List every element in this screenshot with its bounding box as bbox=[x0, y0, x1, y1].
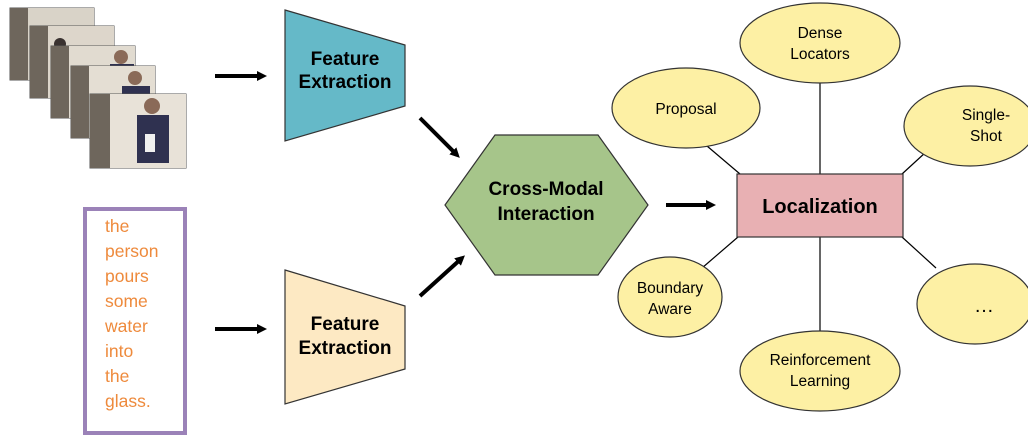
query-line: person bbox=[105, 241, 159, 261]
video-frame bbox=[89, 93, 187, 169]
arrow-video-feature-to-interaction bbox=[418, 116, 460, 158]
text-feature-extractor: Feature Extraction bbox=[284, 269, 406, 405]
query-line: pours bbox=[105, 266, 149, 286]
connector-single-shot bbox=[901, 151, 927, 175]
query-line: water bbox=[105, 316, 148, 336]
query-line: some bbox=[105, 291, 148, 311]
localization-connectors bbox=[701, 70, 937, 333]
video-feature-trapezoid bbox=[284, 9, 406, 142]
localization-box bbox=[736, 173, 904, 238]
query-line: the bbox=[105, 366, 130, 386]
method-dense-locators: Dense Locators bbox=[739, 2, 901, 84]
method-more: … bbox=[916, 263, 1028, 345]
connector-proposal bbox=[706, 145, 741, 175]
video-frames-icon bbox=[9, 7, 187, 169]
method-boundary-aware-label-2: Aware bbox=[648, 301, 692, 318]
arrow-text-feature-to-interaction bbox=[418, 255, 465, 298]
localization: Localization bbox=[736, 173, 904, 238]
video-feature-label-2: Extraction bbox=[299, 72, 392, 93]
method-dense-locators-label-1: Dense bbox=[798, 25, 843, 42]
method-boundary-aware-label-1: Boundary bbox=[637, 280, 704, 297]
query-text-box: the person pours some water into the gla… bbox=[83, 207, 187, 435]
cross-modal-label-1: Cross-Modal bbox=[488, 179, 603, 200]
text-feature-label-2: Extraction bbox=[299, 338, 392, 359]
method-proposal-label: Proposal bbox=[655, 101, 716, 118]
method-reinforcement-learning: Reinforcement Learning bbox=[739, 330, 901, 412]
text-feature-trapezoid bbox=[284, 269, 406, 405]
method-reinforcement-learning-label-1: Reinforcement bbox=[770, 352, 871, 369]
video-feature-label-1: Feature bbox=[311, 49, 380, 70]
cross-modal-label-2: Interaction bbox=[497, 204, 594, 225]
localization-label: Localization bbox=[762, 196, 878, 218]
method-more-label: … bbox=[974, 295, 994, 317]
query-line: into bbox=[105, 341, 134, 361]
method-single-shot-label-1: Single- bbox=[962, 107, 1010, 124]
method-reinforcement-learning-label-2: Learning bbox=[790, 373, 850, 390]
video-feature-extractor: Feature Extraction bbox=[284, 9, 406, 142]
connector-more bbox=[901, 236, 937, 269]
text-feature-label-1: Feature bbox=[311, 314, 380, 335]
method-proposal: Proposal bbox=[611, 67, 761, 149]
method-single-shot: Single- Shot bbox=[903, 85, 1028, 167]
cross-modal-interaction: Cross-Modal Interaction bbox=[444, 134, 649, 276]
method-boundary-aware: Boundary Aware bbox=[617, 256, 723, 338]
cross-modal-hexagon bbox=[444, 134, 649, 276]
connector-boundary-aware bbox=[701, 236, 739, 269]
method-single-shot-label-2: Shot bbox=[970, 128, 1003, 145]
query-line: the bbox=[105, 216, 130, 236]
query-line: glass. bbox=[105, 391, 151, 411]
method-dense-locators-label-2: Locators bbox=[790, 46, 850, 63]
